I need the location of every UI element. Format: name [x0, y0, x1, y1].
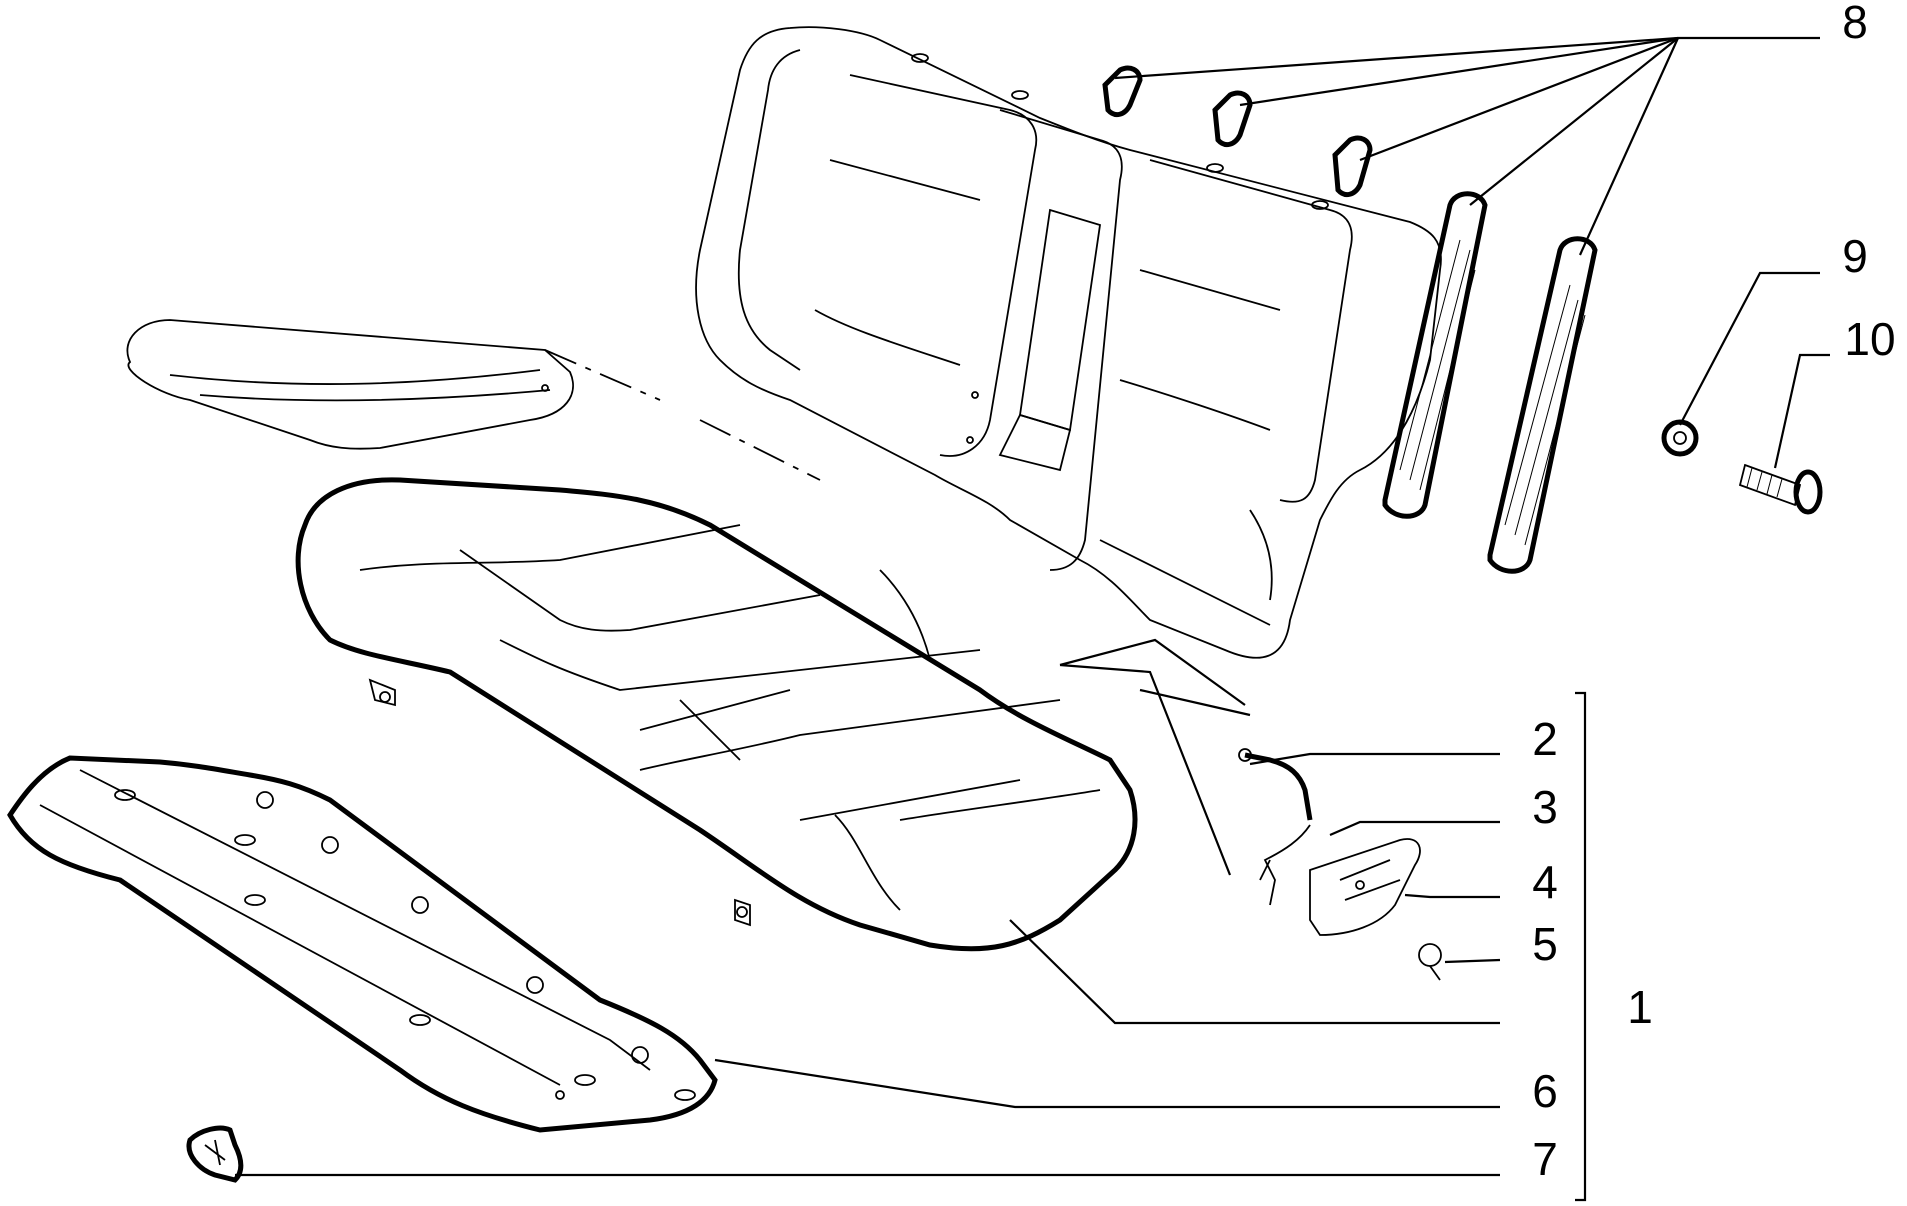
callout-5: 5 [1532, 918, 1558, 970]
washer-part [1661, 419, 1699, 457]
callout-10: 10 [1844, 313, 1895, 365]
support-strips [1102, 65, 1598, 574]
seat-cushion [295, 477, 1138, 952]
callout-6: 6 [1532, 1065, 1558, 1117]
screw-part [1738, 463, 1823, 515]
callout-9: 9 [1842, 230, 1868, 282]
seat-backrest [695, 26, 1442, 659]
callout-4: 4 [1532, 856, 1558, 908]
hinge-assembly [1238, 748, 1442, 981]
callout-8: 8 [1842, 0, 1868, 48]
callout-1: 1 [1627, 981, 1653, 1033]
callout-7: 7 [1532, 1133, 1558, 1185]
seat-base-panel [7, 755, 718, 1133]
clip-part [186, 1125, 244, 1183]
armrest-outline [126, 319, 821, 481]
leader-lines [235, 36, 1830, 1202]
callout-3: 3 [1532, 781, 1558, 833]
callout-2: 2 [1532, 713, 1558, 765]
callout-labels: 8 9 10 2 3 4 5 1 6 7 [1532, 0, 1895, 1185]
